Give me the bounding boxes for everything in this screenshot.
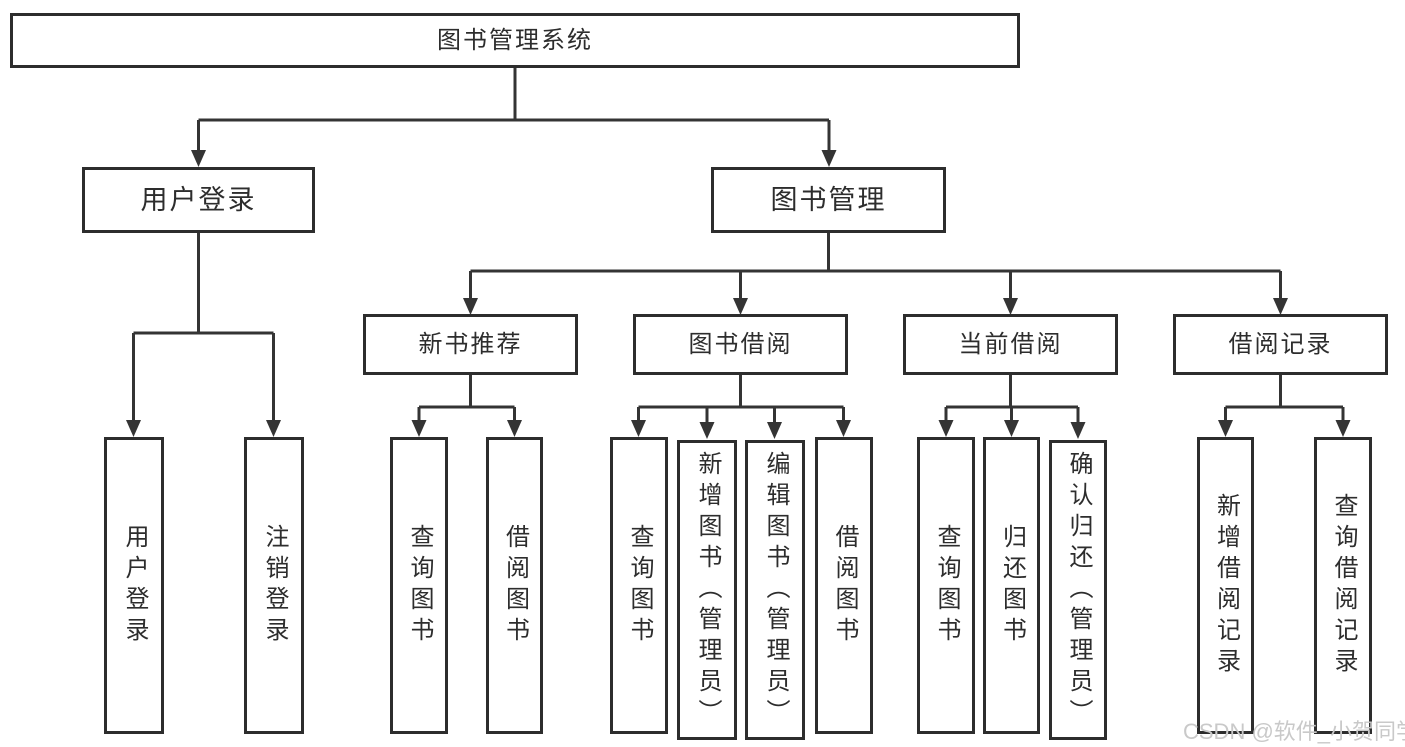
node-query-books-current: 查询图书 <box>917 437 975 734</box>
node-label: 注销登录 <box>261 523 288 648</box>
node-label: 新书推荐 <box>418 330 523 358</box>
node-user-login-leaf: 用户登录 <box>104 437 164 734</box>
node-new-book-recommendation: 新书推荐 <box>363 314 578 375</box>
node-borrowing-records: 借阅记录 <box>1173 314 1388 375</box>
node-label: 查询图书 <box>626 523 653 648</box>
node-label: 用户登录 <box>140 184 257 215</box>
node-label: 查询图书 <box>406 523 433 648</box>
node-query-books-borrowing: 查询图书 <box>610 437 668 734</box>
node-borrow-books-recommend: 借阅图书 <box>486 437 543 734</box>
node-label: 当前借阅 <box>958 330 1063 358</box>
node-borrow-books-borrowing: 借阅图书 <box>815 437 873 734</box>
node-label: 用户登录 <box>121 523 148 648</box>
node-add-book-admin: 新增图书（管理员） <box>677 440 737 740</box>
node-label: 图书借阅 <box>688 330 793 358</box>
node-edit-book-admin: 编辑图书（管理员） <box>745 440 805 740</box>
node-user-login: 用户登录 <box>82 167 315 233</box>
node-return-books: 归还图书 <box>983 437 1040 734</box>
node-confirm-return-admin: 确认归还（管理员） <box>1049 440 1107 740</box>
node-label: 新增图书（管理员） <box>694 450 721 730</box>
node-label: 查询图书 <box>933 523 960 648</box>
node-query-borrow-record: 查询借阅记录 <box>1314 437 1372 734</box>
node-label: 查询借阅记录 <box>1330 492 1357 679</box>
node-label: 编辑图书（管理员） <box>762 450 789 730</box>
node-label: 图书管理系统 <box>437 26 593 54</box>
node-query-books-recommend: 查询图书 <box>390 437 448 734</box>
node-library-management-system: 图书管理系统 <box>10 13 1020 68</box>
node-add-borrow-record: 新增借阅记录 <box>1197 437 1254 734</box>
node-label: 借阅图书 <box>501 523 529 648</box>
node-label: 确认归还（管理员） <box>1065 450 1092 730</box>
node-label: 借阅图书 <box>831 523 858 648</box>
node-logout-leaf: 注销登录 <box>244 437 304 734</box>
node-label: 图书管理 <box>770 184 887 215</box>
node-current-borrowing: 当前借阅 <box>903 314 1118 375</box>
node-book-borrowing: 图书借阅 <box>633 314 848 375</box>
node-label: 新增借阅记录 <box>1212 492 1240 679</box>
node-label: 借阅记录 <box>1228 330 1333 358</box>
node-book-management: 图书管理 <box>711 167 946 233</box>
node-label: 归还图书 <box>998 523 1026 648</box>
